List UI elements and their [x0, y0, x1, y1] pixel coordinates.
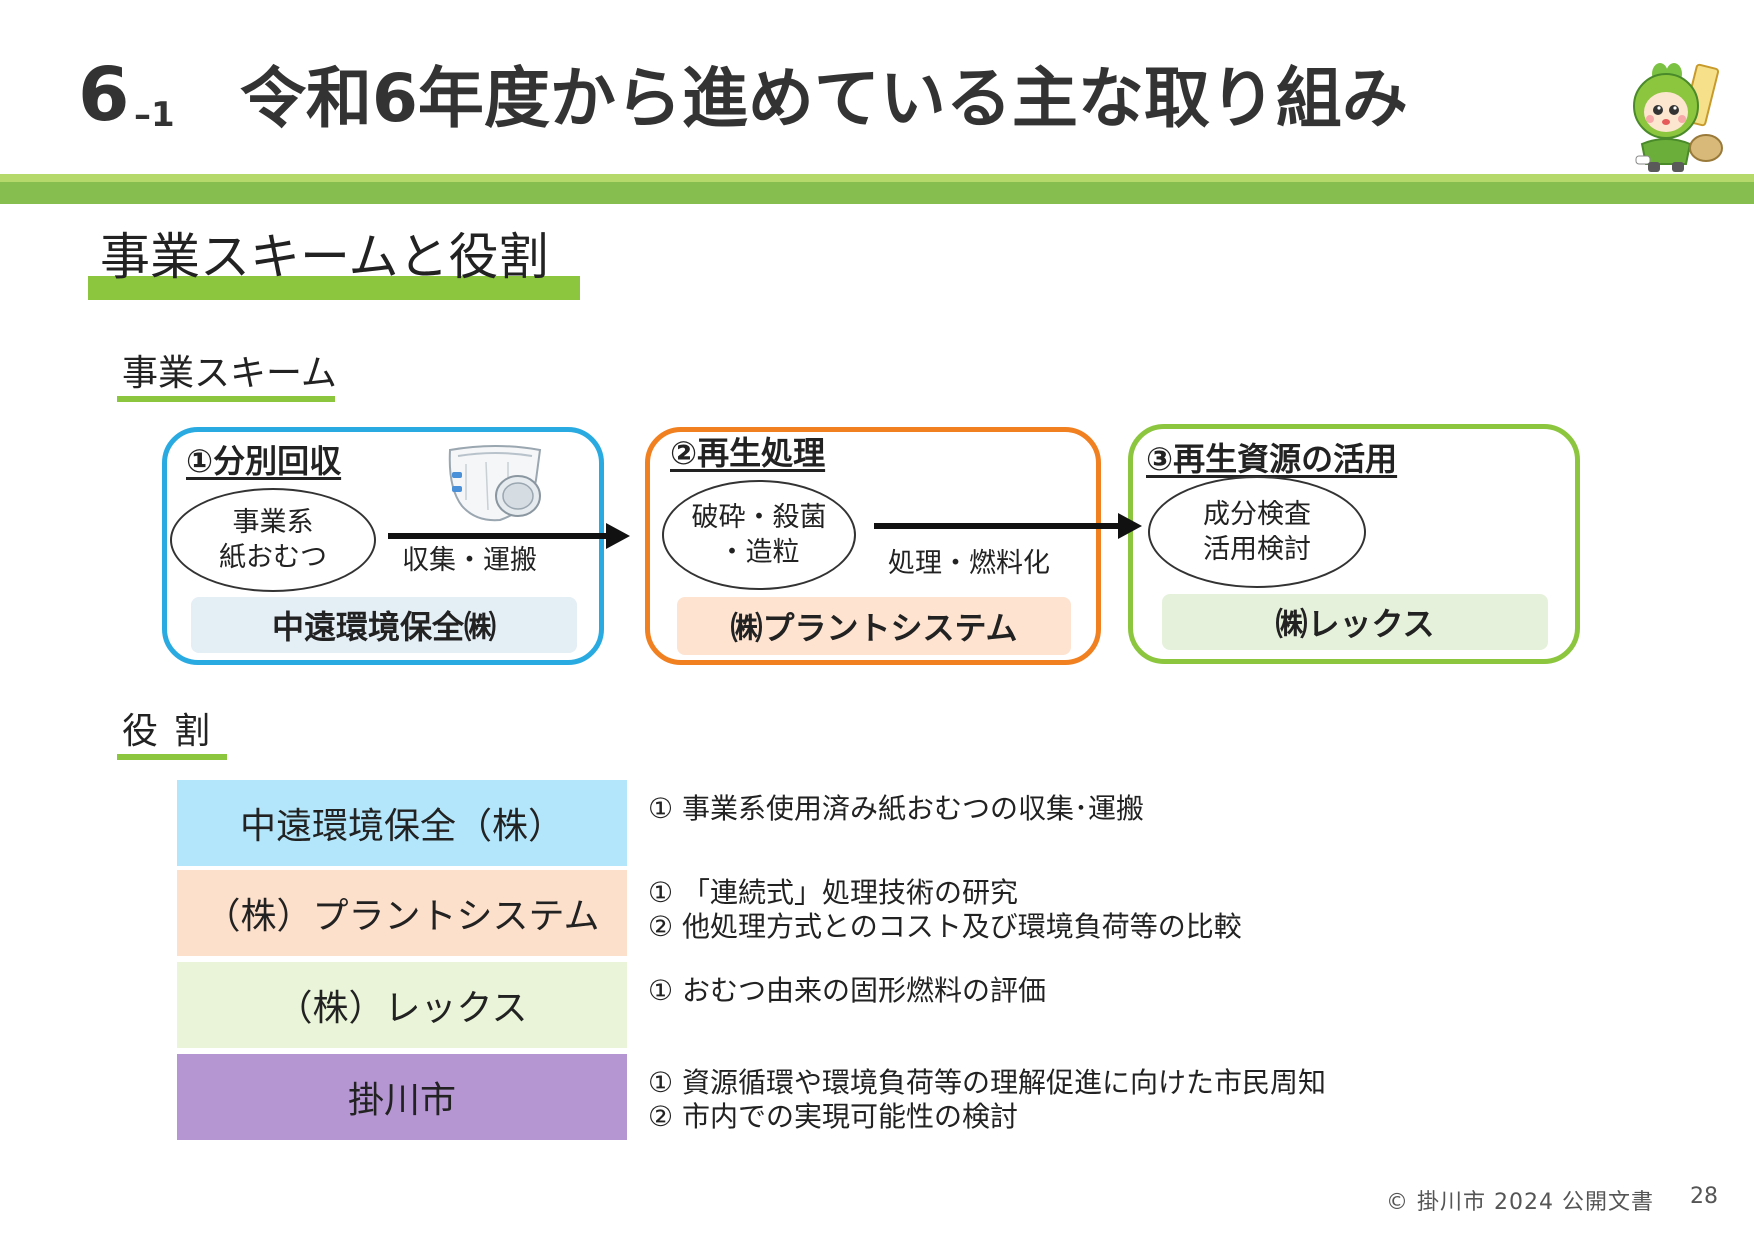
company-band-rex: ㈱レックス [1162, 594, 1548, 650]
role-org-kakegawa: 掛川市 [177, 1054, 627, 1140]
role-org-rex: （株）レックス [177, 962, 627, 1048]
mascot-illustration [1633, 63, 1723, 172]
company-band-chuen: 中遠環境保全㈱ [191, 597, 577, 653]
roles-heading-underline [117, 754, 227, 760]
role-item: ② 他処理方式とのコスト及び環境負荷等の比較 [648, 910, 1242, 943]
role-desc-rex: ① おむつ由来の固形燃料の評価 [648, 974, 1046, 1008]
oval-diapers: 事業系 紙おむつ [170, 488, 376, 592]
role-org-chuen: 中遠環境保全（株） [177, 780, 627, 866]
role-item: ① 「連続式」処理技術の研究 [648, 876, 1019, 909]
oval-crush-sterilize: 破砕・殺菌 ・造粒 [662, 480, 856, 590]
arrow-label-fuel: 処理・燃料化 [888, 548, 1050, 579]
stage-title-collection: ①分別回収 [186, 442, 342, 480]
role-item: ① 事業系使用済み紙おむつの収集･運搬 [648, 792, 1145, 825]
footer-copyright: © 掛川市 2024 公開文書 [1386, 1190, 1654, 1215]
arrow-processing-line [874, 523, 1120, 529]
stage-title-processing: ②再生処理 [670, 434, 826, 472]
arrow-right-icon [1118, 513, 1142, 539]
title-sub-number: –1 [134, 95, 175, 135]
title-divider-light [0, 174, 1754, 182]
title-number: 6 [78, 52, 130, 138]
roles-heading: 役割 [122, 711, 227, 752]
scheme-heading: 事業スキーム [122, 353, 337, 394]
scheme-heading-underline [117, 396, 335, 402]
role-item: ① おむつ由来の固形燃料の評価 [648, 974, 1047, 1007]
section-heading: 事業スキームと役割 [100, 228, 549, 286]
page-number: 28 [1690, 1184, 1718, 1209]
arrow-right-icon [606, 523, 630, 549]
role-desc-plant-system: ① 「連続式」処理技術の研究 ② 他処理方式とのコスト及び環境負荷等の比較 [648, 876, 1242, 944]
arrow-collection-line [388, 533, 608, 539]
page-title: 令和6年度から進めている主な取り組み [240, 60, 1408, 137]
role-item: ② 市内での実現可能性の検討 [648, 1100, 1019, 1133]
title-divider [0, 182, 1754, 204]
role-org-plant-system: （株）プラントシステム [177, 870, 627, 956]
role-desc-kakegawa: ① 資源循環や環境負荷等の理解促進に向けた市民周知 ② 市内での実現可能性の検討 [648, 1066, 1326, 1134]
stage-title-utilization: ③再生資源の活用 [1146, 440, 1398, 478]
company-band-plant-system: ㈱プラントシステム [677, 597, 1071, 655]
arrow-label-transport: 収集・運搬 [402, 545, 537, 576]
diaper-icon [448, 445, 542, 522]
oval-inspection: 成分検査 活用検討 [1148, 476, 1366, 588]
role-desc-chuen: ① 事業系使用済み紙おむつの収集･運搬 [648, 792, 1144, 826]
section-heading-underline [88, 276, 580, 300]
role-item: ① 資源循環や環境負荷等の理解促進に向けた市民周知 [648, 1066, 1327, 1099]
